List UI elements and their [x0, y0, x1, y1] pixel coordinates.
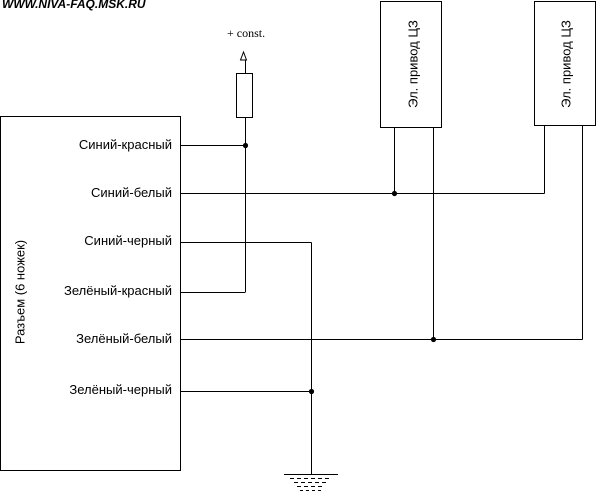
pin-label-blue-black: Синий-черный	[84, 233, 172, 248]
junction-dot	[242, 142, 249, 149]
fuse	[236, 73, 253, 118]
actuator-box-left	[380, 1, 442, 128]
pin-label-blue-red: Синий-красный	[78, 137, 172, 152]
pin-label-green-red: Зелёный-красный	[63, 283, 172, 298]
site-watermark: WWW.NIVA-FAQ.MSK.RU	[2, 0, 146, 11]
junction-dot	[430, 336, 437, 343]
actuator-label-left: Эл. привод ЦЗ	[405, 20, 421, 108]
actuator-label-right: Эл. привод ЦЗ	[558, 20, 574, 108]
junction-dot	[391, 190, 398, 197]
supply-arrow-icon	[239, 50, 248, 61]
junction-dot	[308, 388, 315, 395]
connector-box	[0, 116, 181, 471]
pin-label-green-black: Зелёный-черный	[69, 382, 172, 397]
ground-icon	[284, 474, 338, 491]
pin-label-blue-white: Синий-белый	[91, 185, 172, 200]
pin-label-green-white: Зелёный-белый	[76, 331, 172, 346]
supply-label: + const.	[227, 26, 266, 40]
connector-label: Разъем (6 ножек)	[12, 239, 28, 345]
